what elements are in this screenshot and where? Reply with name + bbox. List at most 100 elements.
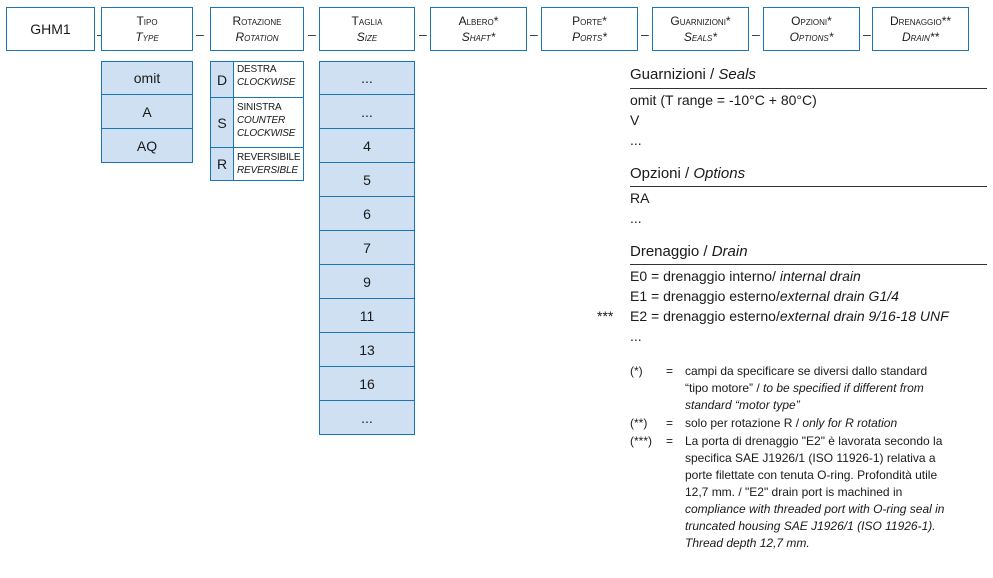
- type-header-it: Tipo: [136, 14, 158, 28]
- size-option-label: ...: [361, 409, 373, 426]
- type-options-list: omit A AQ: [101, 61, 193, 163]
- size-option-label: 16: [359, 375, 375, 392]
- size-option: 4: [319, 129, 415, 163]
- notes: (*) = campi da specificare se diversi da…: [630, 363, 990, 563]
- note-line-it: “tipo motore” /: [685, 381, 764, 395]
- size-option: 5: [319, 163, 415, 197]
- note-line: Thread depth 12,7 mm.: [685, 536, 810, 550]
- size-option-label: 5: [363, 171, 371, 188]
- ports-header-en: Ports*: [572, 30, 607, 44]
- separator: –: [752, 26, 760, 42]
- drain-en: external drain G1/4: [779, 288, 899, 304]
- size-header-box: Taglia Size: [319, 7, 415, 51]
- rotation-it: DESTRA: [237, 64, 277, 75]
- rotation-option-d: D DESTRA CLOCKWISE: [211, 62, 303, 97]
- drain-item: E1 = drenaggio esterno/external drain G1…: [630, 286, 990, 306]
- type-option: AQ: [101, 129, 193, 163]
- size-option-label: 9: [363, 273, 371, 290]
- note-mark: (***): [630, 434, 653, 448]
- type-option-label: omit: [133, 70, 161, 86]
- rotation-it: REVERSIBILE: [237, 152, 301, 163]
- drain-header-en: Drain**: [901, 30, 940, 44]
- rotation-code: S: [211, 98, 234, 147]
- size-option: ...: [319, 95, 415, 129]
- note-line-en: to be specified if different from: [763, 381, 924, 395]
- options-title-en: Options: [693, 165, 746, 182]
- note-line: solo per rotazione R / only for R rotati…: [685, 415, 897, 432]
- drain-code: E1 = drenaggio esterno/: [630, 288, 780, 304]
- rotation-en: CLOCKWISE: [237, 128, 296, 139]
- separator: –: [863, 26, 871, 42]
- drain-en: internal drain: [779, 268, 861, 284]
- note-line: standard “motor type”: [685, 398, 800, 412]
- seals-header-box: Guarnizioni* Seals*: [652, 7, 749, 51]
- drain-en: external drain 9/16-18 UNF: [779, 308, 949, 324]
- size-option: 6: [319, 197, 415, 231]
- shaft-header-en: Shaft*: [461, 30, 496, 44]
- drain-title-en: Drain: [711, 243, 748, 260]
- separator: –: [641, 26, 649, 42]
- size-option-label: 13: [359, 341, 375, 358]
- type-option-label: A: [142, 103, 152, 120]
- seals-list: omit (T range = -10°C + 80°C) V ...: [630, 90, 817, 150]
- seals-title-en: Seals: [718, 66, 756, 83]
- rotation-header-it: Rotazione: [232, 14, 282, 28]
- note-line: “tipo motore” / to be specified if diffe…: [685, 380, 927, 397]
- note-line: truncated housing SAE J1926/1 (ISO 11926…: [685, 519, 936, 533]
- size-header-en: Size: [356, 30, 378, 44]
- options-item: RA: [630, 190, 650, 206]
- shaft-header-it: Albero*: [458, 14, 499, 28]
- rotation-header-en: Rotation: [235, 30, 279, 44]
- separator: –: [308, 26, 316, 42]
- seals-rule: [630, 88, 987, 89]
- rotation-code: R: [211, 148, 234, 180]
- rotation-option-r: R REVERSIBILE REVERSIBLE: [211, 147, 303, 180]
- note-text: La porta di drenaggio "E2" è lavorata se…: [685, 433, 990, 552]
- size-option-label: 11: [359, 307, 375, 324]
- options-rule: [630, 186, 987, 187]
- drain-code: E2 = drenaggio esterno/: [630, 308, 780, 324]
- type-header-box: Tipo Type: [101, 7, 193, 51]
- type-option-label: AQ: [136, 137, 158, 154]
- rotation-en: REVERSIBLE: [237, 165, 298, 176]
- note-line-en: only for R rotation: [802, 416, 898, 430]
- seals-item: V: [630, 112, 640, 128]
- seals-header-it: Guarnizioni*: [670, 14, 731, 28]
- seals-title: Guarnizioni / Seals: [630, 66, 756, 83]
- drain-code: E0 = drenaggio interno/: [630, 268, 780, 284]
- seals-item: ...: [630, 132, 642, 148]
- size-option: 9: [319, 265, 415, 299]
- size-option-label: ...: [361, 70, 373, 86]
- options-title: Opzioni / Options: [630, 165, 745, 182]
- size-option: ...: [319, 61, 415, 95]
- note-1: (*) = campi da specificare se diversi da…: [630, 363, 990, 415]
- rotation-options-list: D DESTRA CLOCKWISE S SINISTRA COUNTER CL…: [210, 61, 304, 181]
- drain-code: ...: [630, 328, 642, 344]
- note-line-it: solo per rotazione R /: [685, 416, 803, 430]
- rotation-code: D: [211, 62, 234, 97]
- type-header-en: Type: [135, 30, 159, 44]
- separator: –: [196, 26, 204, 42]
- note-line: campi da specificare se diversi dallo st…: [685, 364, 928, 378]
- ports-header-it: Porte*: [572, 14, 607, 28]
- seals-header-en: Seals*: [683, 30, 718, 44]
- rotation-it: SINISTRA: [237, 102, 282, 113]
- rotation-en: COUNTER: [237, 115, 286, 126]
- rotation-option-s: S SINISTRA COUNTER CLOCKWISE: [211, 97, 303, 147]
- rotation-desc: DESTRA CLOCKWISE: [237, 63, 295, 89]
- options-header-box: Opzioni* Options*: [763, 7, 860, 51]
- note-line: La porta di drenaggio "E2" è lavorata se…: [685, 434, 943, 448]
- note-mark: (*): [630, 364, 643, 378]
- note-text: campi da specificare se diversi dallo st…: [685, 363, 927, 414]
- options-list: RA ...: [630, 188, 649, 228]
- note-eq: =: [666, 364, 674, 378]
- drain-item: *** E2 = drenaggio esterno/external drai…: [597, 306, 990, 326]
- note-2: (**) = solo per rotazione R / only for R…: [630, 415, 990, 433]
- drain-title: Drenaggio / Drain: [630, 243, 748, 260]
- type-option: omit: [101, 61, 193, 95]
- note-line: 12,7 mm. / "E2" drain port is machined i…: [685, 485, 903, 499]
- note-line: compliance with threaded port with O-rin…: [685, 502, 945, 516]
- note-eq: =: [666, 434, 674, 448]
- drain-list: E0 = drenaggio interno/ internal drain E…: [597, 266, 990, 346]
